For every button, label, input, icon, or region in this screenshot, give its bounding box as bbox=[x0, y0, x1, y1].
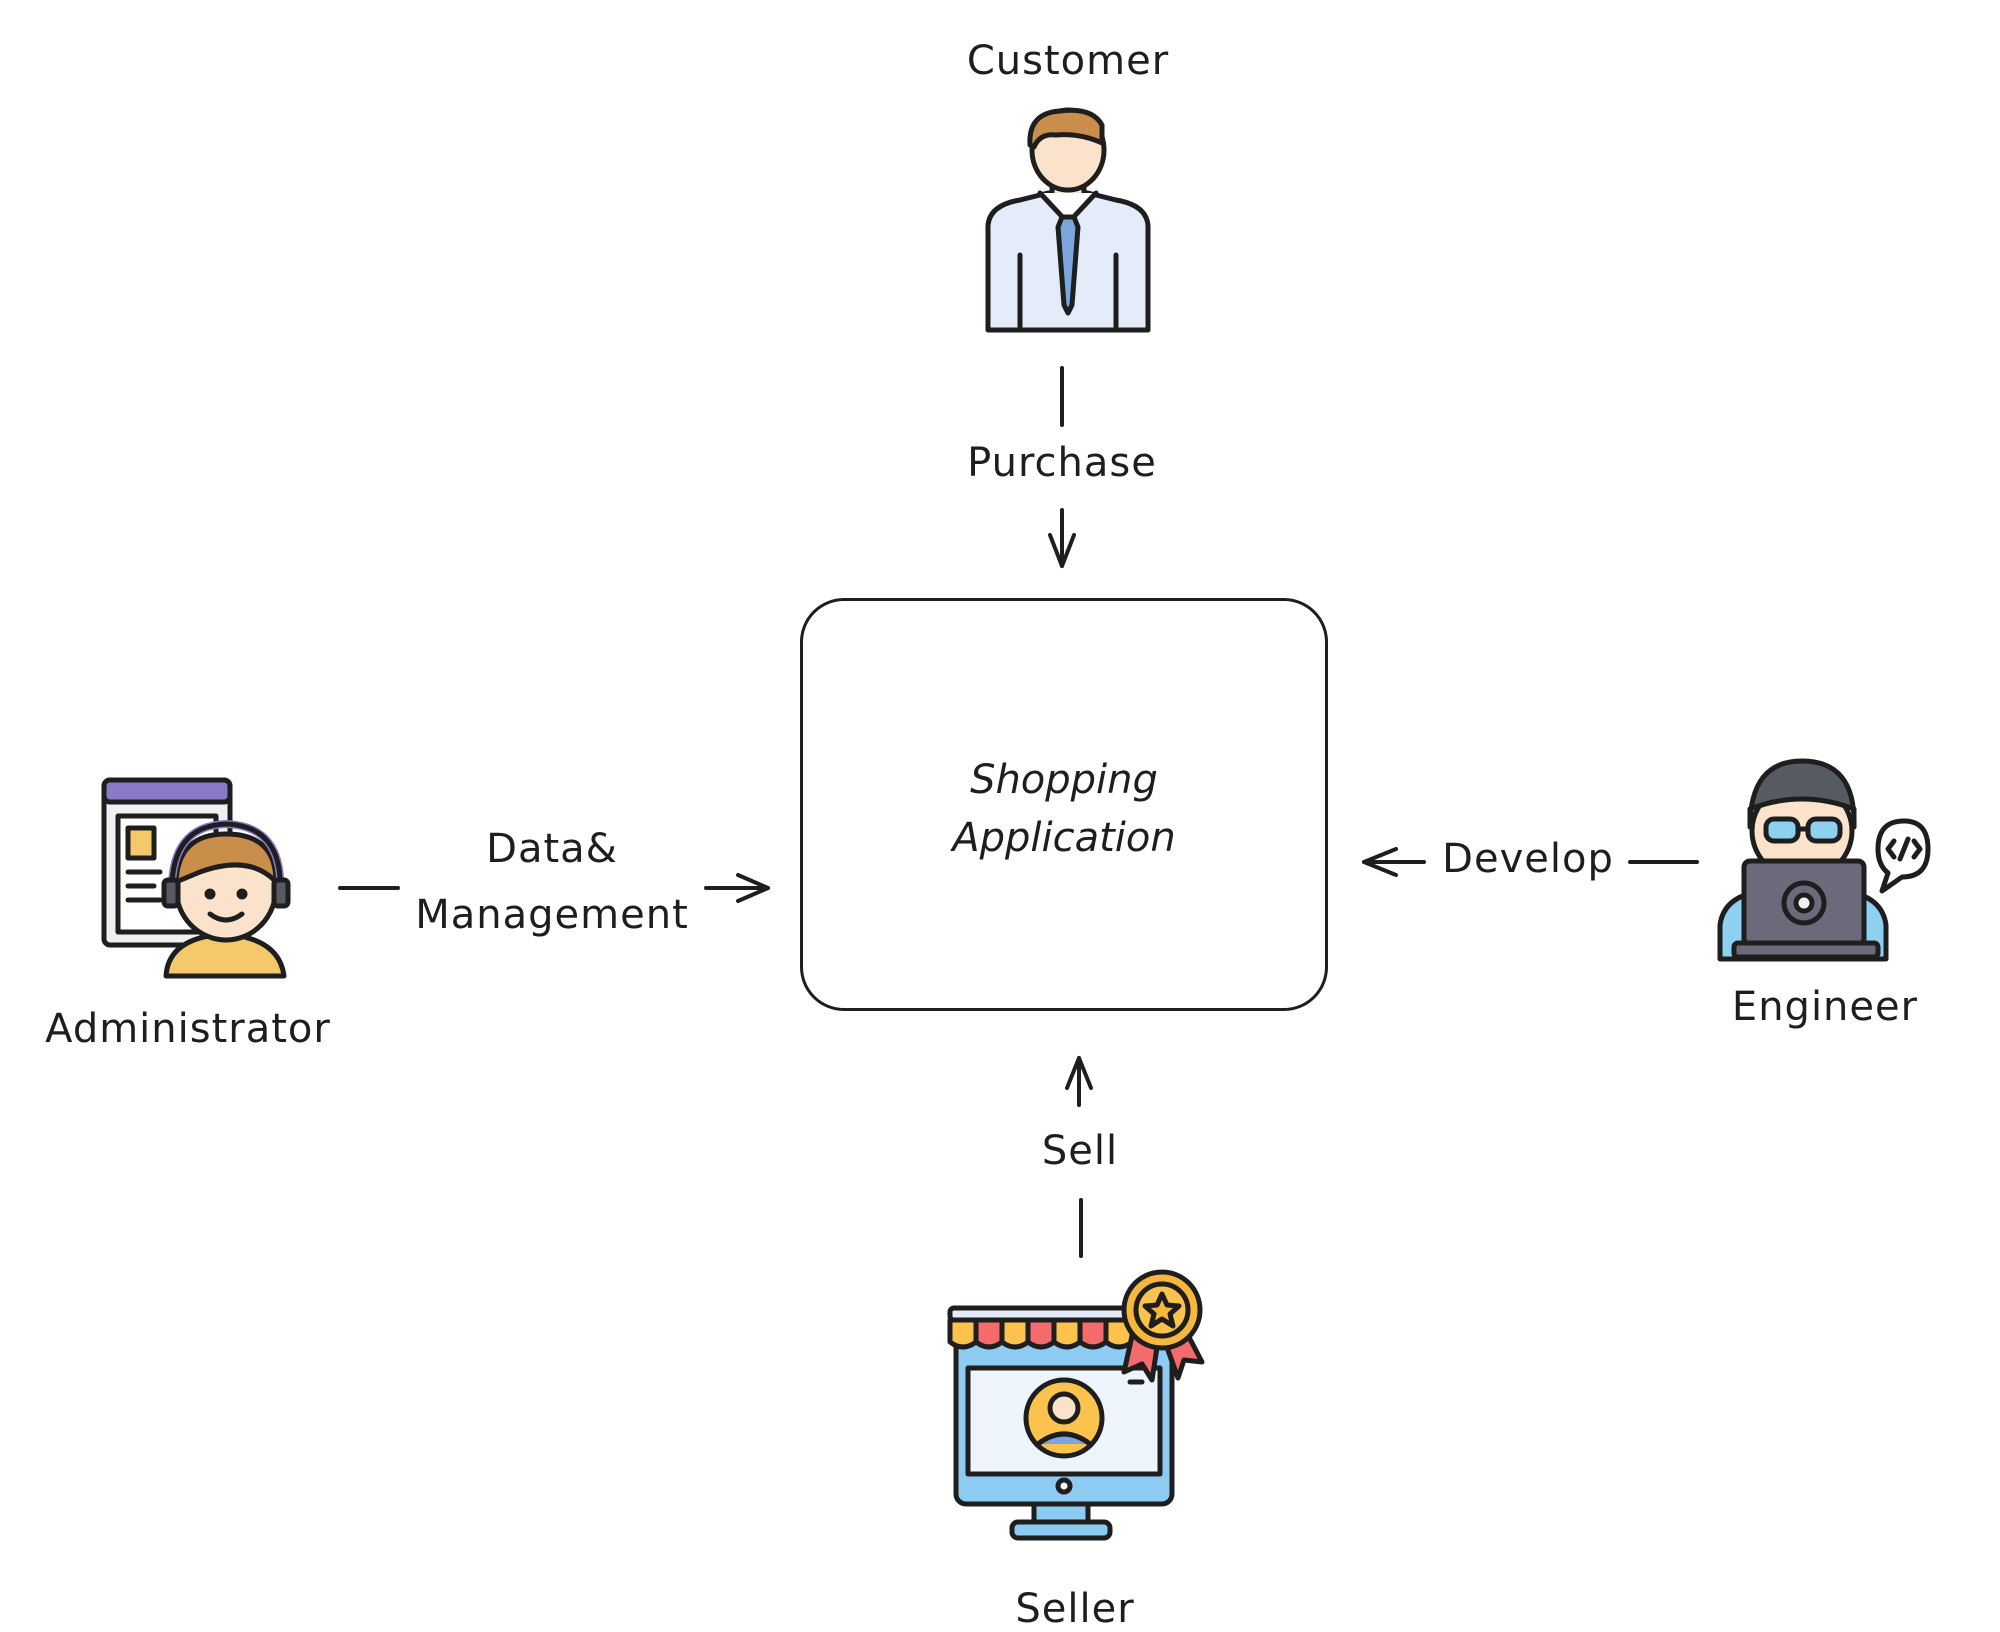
seller-label: Seller bbox=[1015, 1586, 1135, 1632]
shopping-application-label: Shopping Application bbox=[803, 751, 1325, 867]
seller-icon bbox=[947, 1269, 1205, 1541]
app-label-line2: Application bbox=[952, 815, 1176, 861]
sell-label: Sell bbox=[1041, 1128, 1119, 1174]
administrator-icon bbox=[101, 777, 291, 979]
engineer-icon bbox=[1717, 758, 1931, 962]
data-arrowhead bbox=[736, 873, 770, 903]
purchase-label: Purchase bbox=[967, 440, 1157, 486]
data-label-line1: Data& bbox=[486, 826, 618, 872]
customer-icon bbox=[985, 107, 1151, 333]
app-label-line1: Shopping bbox=[970, 757, 1158, 803]
customer-label: Customer bbox=[966, 38, 1170, 84]
develop-label: Develop bbox=[1442, 836, 1614, 882]
sell-arrowhead bbox=[1065, 1056, 1093, 1090]
develop-arrowhead bbox=[1362, 847, 1398, 877]
engineer-label: Engineer bbox=[1731, 984, 1919, 1030]
shopping-application-box: Shopping Application bbox=[800, 598, 1328, 1011]
administrator-label: Administrator bbox=[45, 1006, 331, 1052]
purchase-arrowhead bbox=[1048, 533, 1076, 568]
data-label-line2: Management bbox=[415, 892, 689, 938]
